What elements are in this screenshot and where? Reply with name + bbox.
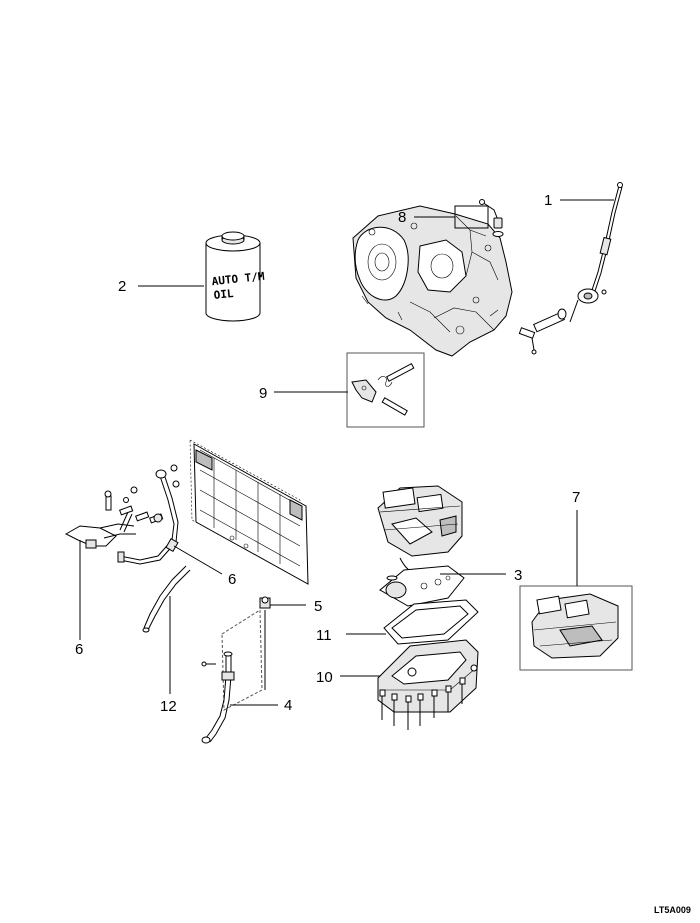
callout-7: 7 (572, 489, 580, 506)
hose-bolts (104, 486, 164, 524)
oil-can-label-line1: AUTO T/M (211, 270, 265, 289)
callout-3: 3 (514, 567, 522, 584)
valve-body-assembly-box (519, 585, 633, 671)
valve-body (377, 485, 463, 557)
callout-9: 9 (259, 385, 267, 402)
callout-6-right: 6 (228, 571, 236, 588)
callout-4: 4 (284, 697, 292, 714)
callout-8: 8 (398, 209, 406, 226)
oil-filter (379, 565, 465, 607)
callout-2: 2 (118, 278, 126, 295)
cooler-hose-upper (117, 469, 179, 565)
callout-11: 11 (316, 627, 332, 644)
valve-body-assembly (531, 593, 619, 659)
oil-pan-gasket (383, 599, 479, 645)
callout-10: 10 (316, 669, 333, 686)
callout-12: 12 (160, 698, 177, 715)
oil-pan (377, 639, 479, 713)
cooler-hose-lower (64, 511, 136, 549)
shift-shaft (533, 308, 567, 333)
shift-cable (569, 182, 623, 323)
mount-bolt (518, 327, 537, 355)
dipstick (259, 596, 271, 690)
pin-kit-box (346, 352, 425, 428)
callout-6-left: 6 (75, 641, 83, 658)
oil-can: AUTO T/M OIL (205, 231, 265, 322)
dipstick-tube (201, 609, 263, 744)
callout-5: 5 (314, 598, 322, 615)
callout-1: 1 (544, 192, 552, 209)
breather-hose (142, 565, 191, 633)
shift-pin-kit (351, 362, 415, 416)
oil-pan-bolts (379, 664, 478, 730)
leader-6-right (173, 545, 223, 575)
radiator (170, 439, 309, 585)
speed-sensor (479, 199, 504, 237)
transmission-case (352, 205, 513, 357)
drawing-code: LT5A009 (654, 905, 691, 915)
oil-can-label-line2: OIL (213, 287, 234, 302)
